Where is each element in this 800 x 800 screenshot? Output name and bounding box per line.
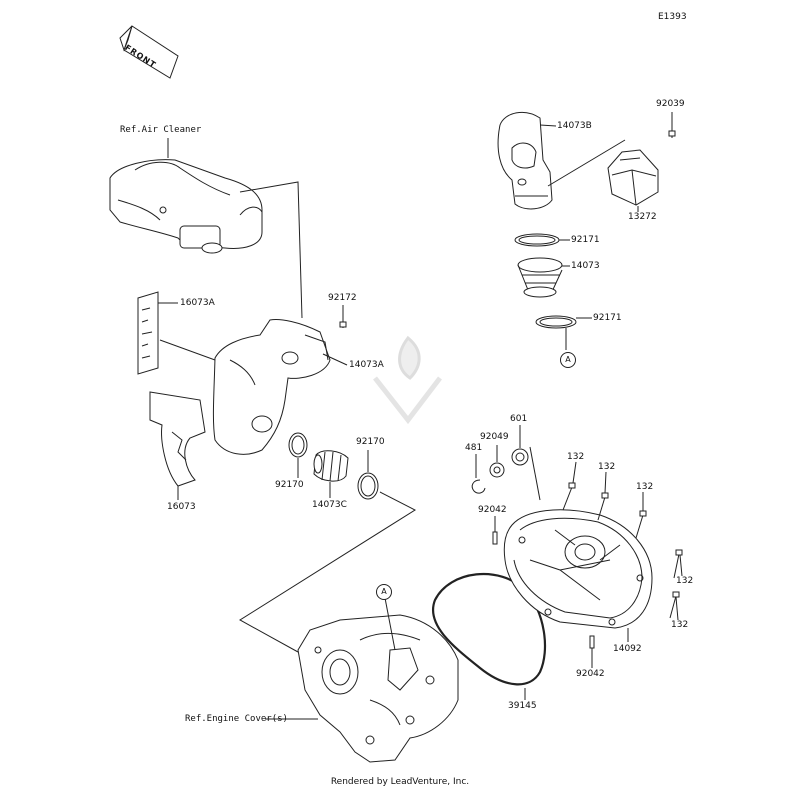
- part-number-13272[interactable]: 13272: [628, 212, 657, 222]
- dowel-pin-icon: [589, 635, 595, 649]
- part-number-39145[interactable]: 39145: [508, 701, 537, 711]
- front-arrow-icon: [119, 25, 179, 79]
- part-number-16073[interactable]: 16073: [167, 502, 196, 512]
- part-number-92171-upper[interactable]: 92171: [571, 235, 600, 245]
- intake-duct-icon: [497, 111, 553, 210]
- leader-line: [675, 596, 679, 621]
- leader-line: [384, 597, 396, 651]
- leader-line: [529, 446, 541, 501]
- bolt-icon: [673, 549, 683, 579]
- drive-belt-icon: [432, 572, 547, 686]
- part-number-92042-upper[interactable]: 92042: [478, 505, 507, 515]
- leader-line: [604, 471, 607, 494]
- diagram-code: E1393: [658, 12, 687, 22]
- clamp-icon: [357, 472, 379, 500]
- label-plate-icon: [137, 291, 159, 375]
- footer-credit: Rendered by LeadVenture, Inc.: [330, 777, 470, 787]
- bolt-icon: [635, 510, 647, 539]
- engine-cover-icon: [297, 614, 459, 763]
- guide-line: [159, 339, 216, 361]
- ref-air-cleaner-label: Ref.Air Cleaner: [120, 125, 202, 135]
- part-number-132-e[interactable]: 132: [671, 620, 689, 630]
- part-number-481[interactable]: 481: [465, 443, 483, 453]
- part-number-132-c[interactable]: 132: [636, 482, 654, 492]
- part-number-14073c[interactable]: 14073C: [312, 500, 347, 510]
- oil-seal-icon: [489, 462, 505, 478]
- dowel-pin-icon: [492, 531, 498, 545]
- guide-line: [547, 139, 626, 187]
- part-number-132-b[interactable]: 132: [598, 462, 616, 472]
- bolt-icon: [339, 313, 347, 328]
- guide-line: [239, 181, 303, 319]
- boot-icon: [517, 257, 563, 298]
- part-number-92039[interactable]: 92039: [656, 99, 685, 109]
- part-number-14073b[interactable]: 14073B: [557, 121, 592, 131]
- part-number-14073[interactable]: 14073: [571, 261, 600, 271]
- bolt-icon: [562, 482, 576, 511]
- ref-engine-cover-label: Ref.Engine Cover(s): [185, 714, 288, 724]
- leader-line: [572, 461, 577, 484]
- leader-line: [679, 554, 683, 577]
- part-number-14092[interactable]: 14092: [613, 644, 642, 654]
- circlip-icon: [471, 479, 486, 494]
- clutch-cover-icon: [503, 509, 653, 629]
- part-number-92049[interactable]: 92049: [480, 432, 509, 442]
- part-number-132-a[interactable]: 132: [567, 452, 585, 462]
- watermark-logo-icon: [373, 335, 442, 425]
- clamp-icon: [514, 233, 560, 247]
- part-number-92171-lower[interactable]: 92171: [593, 313, 622, 323]
- guide-line: [239, 491, 417, 653]
- air-cleaner-housing-icon: [109, 159, 263, 254]
- clamp-icon: [535, 315, 577, 329]
- part-number-92042-lower[interactable]: 92042: [576, 669, 605, 679]
- bracket-icon: [149, 391, 206, 487]
- part-number-92172[interactable]: 92172: [328, 293, 357, 303]
- leader-line: [322, 353, 348, 366]
- boot-icon: [313, 450, 349, 482]
- intake-duct-icon: [212, 319, 331, 455]
- reference-circle-a: A: [560, 352, 576, 368]
- part-number-16073a[interactable]: 16073A: [180, 298, 215, 308]
- reference-circle-a: A: [376, 584, 392, 600]
- part-number-92170-left[interactable]: 92170: [275, 480, 304, 490]
- bearing-icon: [511, 448, 529, 466]
- part-number-132-d[interactable]: 132: [676, 576, 694, 586]
- part-number-14073a[interactable]: 14073A: [349, 360, 384, 370]
- duct-cover-icon: [607, 149, 659, 206]
- clamp-icon: [288, 432, 308, 458]
- bolt-icon: [668, 128, 676, 138]
- part-number-601[interactable]: 601: [510, 414, 528, 424]
- leader-line: [539, 124, 557, 127]
- part-number-92170-right[interactable]: 92170: [356, 437, 385, 447]
